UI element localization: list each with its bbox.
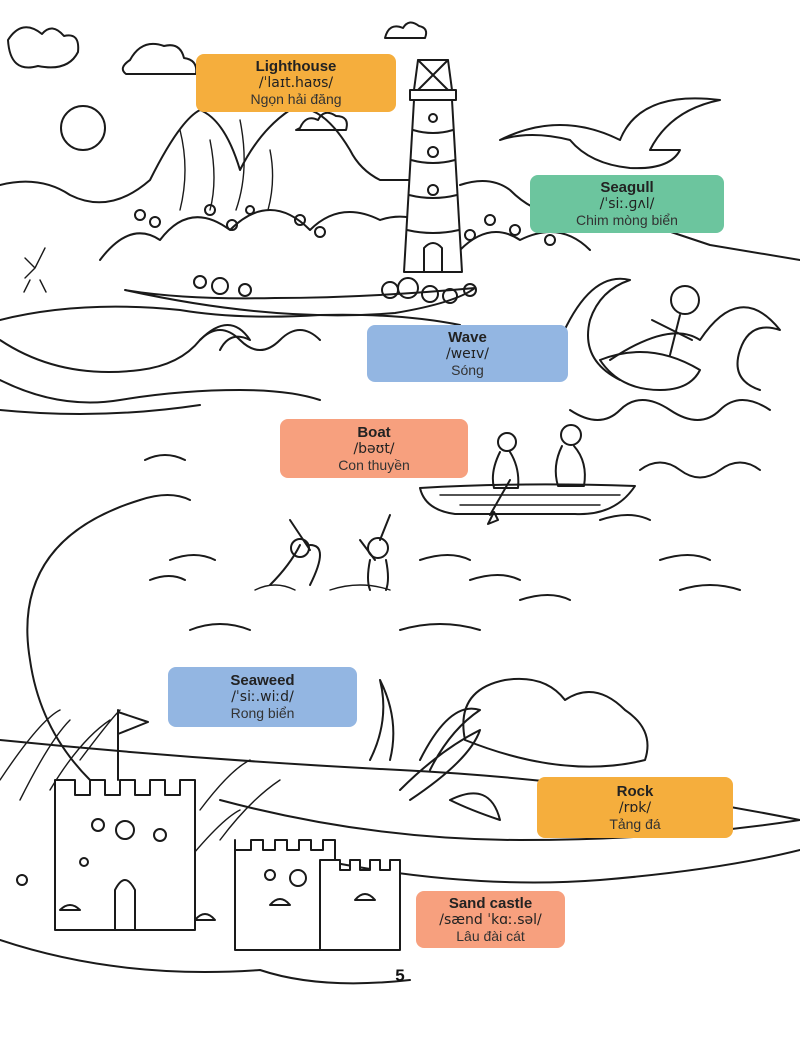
label-ipa: /ˈsiː.ɡʌl/	[599, 196, 655, 212]
label-word: Lighthouse	[255, 58, 337, 75]
seagull-drawing	[499, 97, 721, 170]
hills-drawing	[99, 209, 441, 261]
cloud-drawing	[121, 42, 198, 75]
ripple-lines	[139, 454, 761, 631]
label-ipa: /weɪv/	[446, 345, 489, 362]
label-wave: Wave /weɪv/ Sóng	[367, 325, 568, 382]
water-line	[0, 379, 321, 404]
label-vietnamese: Ngọn hải đăng	[250, 91, 342, 107]
label-word: Seagull	[600, 179, 654, 196]
lighthouse-drawing	[403, 59, 463, 273]
label-word: Sand castle	[448, 894, 533, 912]
label-vietnamese: Tảng đá	[609, 815, 661, 832]
wave-drawing	[199, 329, 321, 351]
cloud-drawing	[7, 26, 80, 69]
rock-drawing	[462, 677, 649, 768]
water-line	[0, 324, 251, 373]
shoreline-drawing	[26, 499, 141, 781]
label-vietnamese: Con thuyền	[338, 456, 410, 473]
label-word: Seaweed	[230, 672, 295, 689]
label-seagull: Seagull /ˈsiː.ɡʌl/ Chim mòng biển	[530, 175, 724, 233]
label-sandcastle: Sand castle /sænd ˈkɑː.səl/ Lâu đài cát	[416, 891, 565, 948]
water-line	[0, 404, 201, 415]
bushes-drawing	[134, 204, 556, 246]
shoreline-drawing	[319, 849, 800, 884]
label-rock: Rock /rɒk/ Tảng đá	[537, 777, 733, 838]
surfer-drawing	[599, 285, 701, 391]
seaweed-drawing	[369, 679, 501, 821]
swimmers-drawing	[254, 514, 391, 591]
boat-drawing	[419, 424, 636, 525]
label-vietnamese: Chim mòng biển	[576, 212, 678, 228]
label-boat: Boat /bəʊt/ Con thuyền	[280, 419, 468, 478]
label-word: Wave	[448, 328, 487, 346]
cloud-drawing	[295, 111, 348, 131]
label-ipa: /sænd ˈkɑː.səl/	[439, 911, 542, 928]
label-vietnamese: Sóng	[451, 361, 484, 378]
label-ipa: /ˈlaɪt.haʊs/	[258, 75, 334, 91]
label-ipa: /ˈsiː.wiːd/	[231, 689, 294, 705]
water-line	[0, 305, 461, 326]
page-number: 5	[395, 966, 405, 985]
label-word: Rock	[616, 782, 654, 800]
hills-drawing	[459, 231, 591, 251]
label-vietnamese: Rong biển	[230, 705, 295, 721]
rocks-at-shore	[193, 275, 477, 304]
label-word: Boat	[357, 423, 391, 441]
label-vietnamese: Lâu đài cát	[456, 927, 525, 944]
cloud-drawing	[384, 21, 428, 39]
mountains-drawing	[0, 107, 421, 204]
label-ipa: /rɒk/	[618, 799, 652, 816]
beach-grass-drawing	[0, 709, 281, 871]
sun-drawing	[60, 105, 106, 151]
label-ipa: /bəʊt/	[353, 440, 395, 457]
diver-drawing	[23, 247, 47, 293]
label-lighthouse: Lighthouse /ˈlaɪt.haʊs/ Ngọn hải đăng	[196, 54, 396, 112]
wave-drawing	[559, 277, 781, 391]
wave-drawing	[569, 399, 771, 421]
label-seaweed: Seaweed /ˈsiː.wiːd/ Rong biển	[168, 667, 357, 727]
mountain-lines	[179, 119, 274, 211]
sandcastle-drawing	[0, 709, 411, 985]
